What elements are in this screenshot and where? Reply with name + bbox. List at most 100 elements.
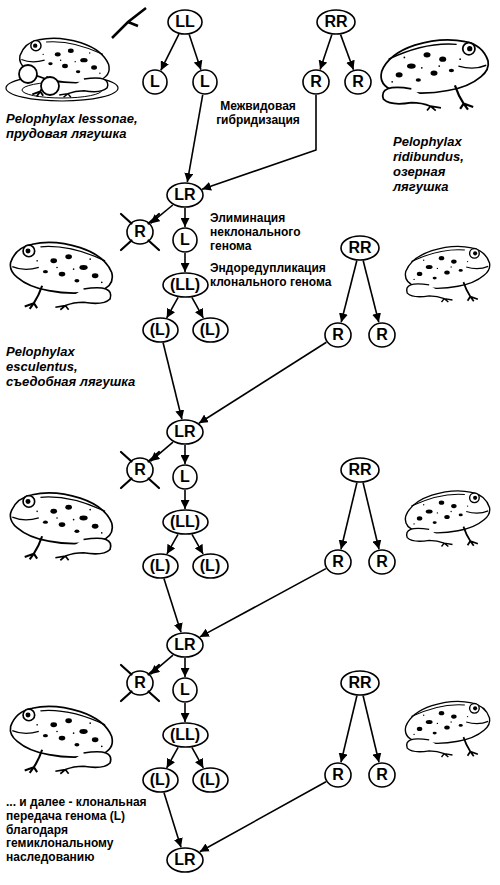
marsh-frog <box>381 40 488 111</box>
genome-ellipse: (L) <box>142 553 179 579</box>
genome-letter: RR <box>324 13 347 31</box>
genome-ellipse: L <box>172 677 198 703</box>
genome-letter: (LL) <box>170 726 200 744</box>
arrow-connector <box>164 793 181 848</box>
arrow-connector <box>167 297 178 318</box>
genome-letter: R <box>134 223 146 241</box>
arrow-connector <box>200 569 326 637</box>
genome-letter: R <box>376 766 388 784</box>
eliminated-genome-ellipse: R <box>126 219 154 245</box>
genome-letter: R <box>332 326 344 344</box>
species-name: Pelophylax esculentus, съедобная лягушка <box>6 345 146 390</box>
eliminated-genome-ellipse: R <box>126 670 154 696</box>
genome-ellipse: LR <box>166 419 204 445</box>
genome-ellipse: RR <box>340 670 380 696</box>
genome-letter: LL <box>175 13 195 31</box>
arrow-connector <box>341 35 354 70</box>
arrow-connector <box>320 35 332 70</box>
arrow-connector <box>192 534 203 554</box>
genome-letter: RR <box>348 461 371 479</box>
genome-letter: L <box>150 73 160 91</box>
arrow-connector <box>161 34 179 70</box>
genome-letter: R <box>332 553 344 571</box>
edible-frog <box>10 242 112 309</box>
swimming-frog <box>6 8 146 101</box>
genome-ellipse: RR <box>316 9 356 35</box>
arrow-connector <box>341 483 357 550</box>
genome-ellipse: RR <box>340 235 380 261</box>
arrow-connector <box>192 747 203 768</box>
species-name: Pelophylax ridibundus, озерная лягушка <box>393 135 495 195</box>
arrow-connector <box>184 658 186 677</box>
genome-ellipse: LR <box>166 182 204 208</box>
genome-letter: R <box>134 461 146 479</box>
genome-ellipse: R <box>368 322 396 348</box>
arrow-connector <box>187 95 202 182</box>
genome-ellipse: R <box>324 322 352 348</box>
genome-letter: L <box>180 468 190 486</box>
genome-letter: R <box>134 674 146 692</box>
arrow-connector <box>341 261 357 323</box>
genome-letter: RR <box>348 239 371 257</box>
arrow-connector <box>150 442 173 461</box>
arrow-connector <box>341 696 357 763</box>
genome-letter: R <box>352 73 364 91</box>
genome-ellipse: (L) <box>142 317 179 343</box>
edible-frog <box>10 493 112 560</box>
genome-ellipse: R <box>302 69 330 95</box>
genome-ellipse: L <box>172 464 198 490</box>
genome-ellipse: (L) <box>192 767 229 793</box>
genome-letter: (LL) <box>170 276 200 294</box>
genome-letter: R <box>310 73 322 91</box>
genome-letter: L <box>180 231 190 249</box>
genome-letter: (L) <box>200 321 220 339</box>
genome-ellipse: L <box>142 69 168 95</box>
arrow-connector <box>192 297 203 318</box>
species-name: Pelophylax lessonae, прудовая лягушка <box>6 112 146 142</box>
note-label: ... и далее - клональная передача генома… <box>6 796 154 865</box>
arrow-connector <box>363 696 379 763</box>
genome-letter: (L) <box>150 771 170 789</box>
arrow-connector <box>200 782 326 852</box>
arrow-connector <box>164 579 181 633</box>
genome-letter: LR <box>174 186 195 204</box>
arrow-connector <box>189 35 201 70</box>
genome-letter: LR <box>174 636 195 654</box>
genome-letter: L <box>200 73 210 91</box>
genome-ellipse: LL <box>167 9 203 35</box>
genome-ellipse: R <box>368 549 396 575</box>
arrow-connector <box>150 655 173 674</box>
genome-ellipse: L <box>172 227 198 253</box>
marsh-frog <box>405 246 489 302</box>
genome-letter: R <box>376 326 388 344</box>
genome-letter: (L) <box>200 557 220 575</box>
genome-ellipse: LR <box>166 847 204 873</box>
arrow-connector <box>184 490 186 509</box>
genome-ellipse: (L) <box>192 553 229 579</box>
process-label: Межвидовая гибридизация <box>212 100 304 128</box>
genome-ellipse: R <box>324 549 352 575</box>
genome-letter: R <box>332 766 344 784</box>
genome-ellipse: LR <box>166 632 204 658</box>
eliminated-genome-ellipse: R <box>126 457 154 483</box>
marsh-frog <box>405 491 489 547</box>
genome-letter: (L) <box>150 321 170 339</box>
arrow-connector <box>167 534 178 554</box>
arrow-connector <box>202 95 316 189</box>
arrow-connector <box>363 261 379 323</box>
genome-letter: (LL) <box>170 513 200 531</box>
genome-letter: (L) <box>200 771 220 789</box>
genome-letter: RR <box>348 674 371 692</box>
genome-ellipse: L <box>192 69 218 95</box>
arrow-connector <box>184 703 186 722</box>
arrow-connector <box>151 205 173 223</box>
process-label: Эндоредупликация клонального генома <box>210 262 332 290</box>
genome-letter: (L) <box>150 557 170 575</box>
arrow-connector <box>199 342 327 423</box>
genome-letter: R <box>376 553 388 571</box>
arrow-connector <box>363 483 379 550</box>
arrow-connector <box>184 208 186 227</box>
arrow-connector <box>184 445 186 464</box>
genome-ellipse: (LL) <box>162 509 209 535</box>
